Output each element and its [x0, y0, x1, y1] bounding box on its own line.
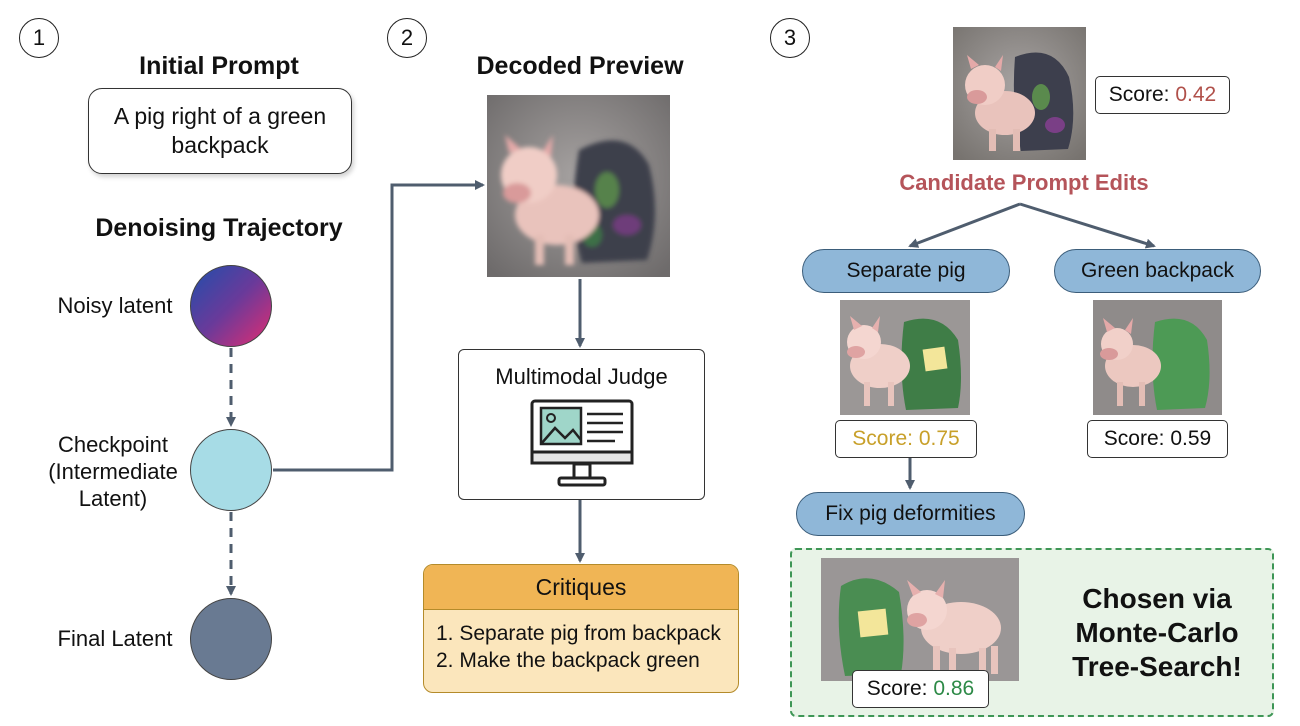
separate-pig-score-value: 0.75 — [918, 427, 960, 450]
step-number-2: 2 — [387, 18, 427, 58]
initial-prompt-text: A pig right of a green backpack — [113, 103, 327, 158]
critique-item: 2. Make the backpack green — [436, 649, 700, 673]
decoded-preview-image — [487, 95, 670, 277]
initial-candidate-image — [953, 27, 1086, 160]
step-number-3: 3 — [770, 18, 810, 58]
chosen-score-value: 0.86 — [933, 677, 975, 700]
chosen-image — [821, 558, 1019, 681]
critiques-box: Critiques 1. Separate pig from backpack … — [423, 564, 739, 693]
initial-score-value: 0.42 — [1175, 83, 1217, 106]
critiques-list: 1. Separate pig from backpack 2. Make th… — [424, 610, 738, 675]
edit-green-backpack: Green backpack — [1054, 249, 1261, 293]
arrow-to-separate-pig — [908, 202, 1021, 248]
blurry-pig-backpack-icon — [487, 95, 670, 277]
chosen-score-box: Score: 0.86 — [852, 670, 989, 708]
separate-pig-score-box: Score: 0.75 — [835, 420, 977, 458]
arrow-to-green-backpack — [1019, 202, 1156, 249]
checkpoint-label: Checkpoint (Intermediate Latent) — [48, 432, 178, 511]
critique-item: 1. Separate pig from backpack — [436, 622, 721, 645]
final-latent-label: Final Latent — [57, 626, 173, 651]
chosen-score-label: Score: — [866, 677, 928, 700]
final-latent-node — [190, 598, 272, 680]
initial-score-box: Score: 0.42 — [1095, 76, 1230, 114]
separate-pig-score-label: Score: — [852, 427, 913, 450]
green-backpack-and-pig-icon — [821, 558, 1019, 681]
noisy-latent-label: Noisy latent — [57, 293, 173, 318]
green-backpack-score-box: Score: 0.59 — [1087, 420, 1228, 458]
decoded-preview-title: Decoded Preview — [476, 52, 684, 80]
edit-separate-pig: Separate pig — [802, 249, 1010, 293]
initial-score-label: Score: — [1108, 83, 1170, 106]
initial-prompt-title: Initial Prompt — [139, 52, 299, 80]
step-number-1: 1 — [19, 18, 59, 58]
pig-backpack-icon — [953, 27, 1086, 160]
initial-prompt-box: A pig right of a green backpack — [88, 88, 352, 174]
arrow-checkpoint-to-preview — [273, 180, 485, 472]
separate-pig-image — [840, 300, 970, 415]
green-backpack-image — [1093, 300, 1222, 415]
chosen-caption: Chosen via Monte-Carlo Tree-Search! — [1072, 583, 1242, 683]
critiques-title: Critiques — [424, 565, 738, 610]
monitor-icon — [530, 399, 634, 487]
pig-green-backpack-icon — [840, 300, 970, 415]
denoising-trajectory-title: Denoising Trajectory — [95, 214, 343, 242]
edit-fix-pig-deformities: Fix pig deformities — [796, 492, 1025, 536]
candidate-edits-title: Candidate Prompt Edits — [899, 170, 1149, 195]
green-backpack-score-label: Score: — [1103, 427, 1165, 450]
green-backpack-score-value: 0.59 — [1170, 427, 1212, 450]
checkpoint-node — [190, 429, 272, 511]
noisy-latent-node — [190, 265, 272, 347]
pig-green-backpack-icon — [1093, 300, 1222, 415]
judge-title: Multimodal Judge — [495, 364, 668, 389]
multimodal-judge-box: Multimodal Judge — [458, 349, 705, 500]
